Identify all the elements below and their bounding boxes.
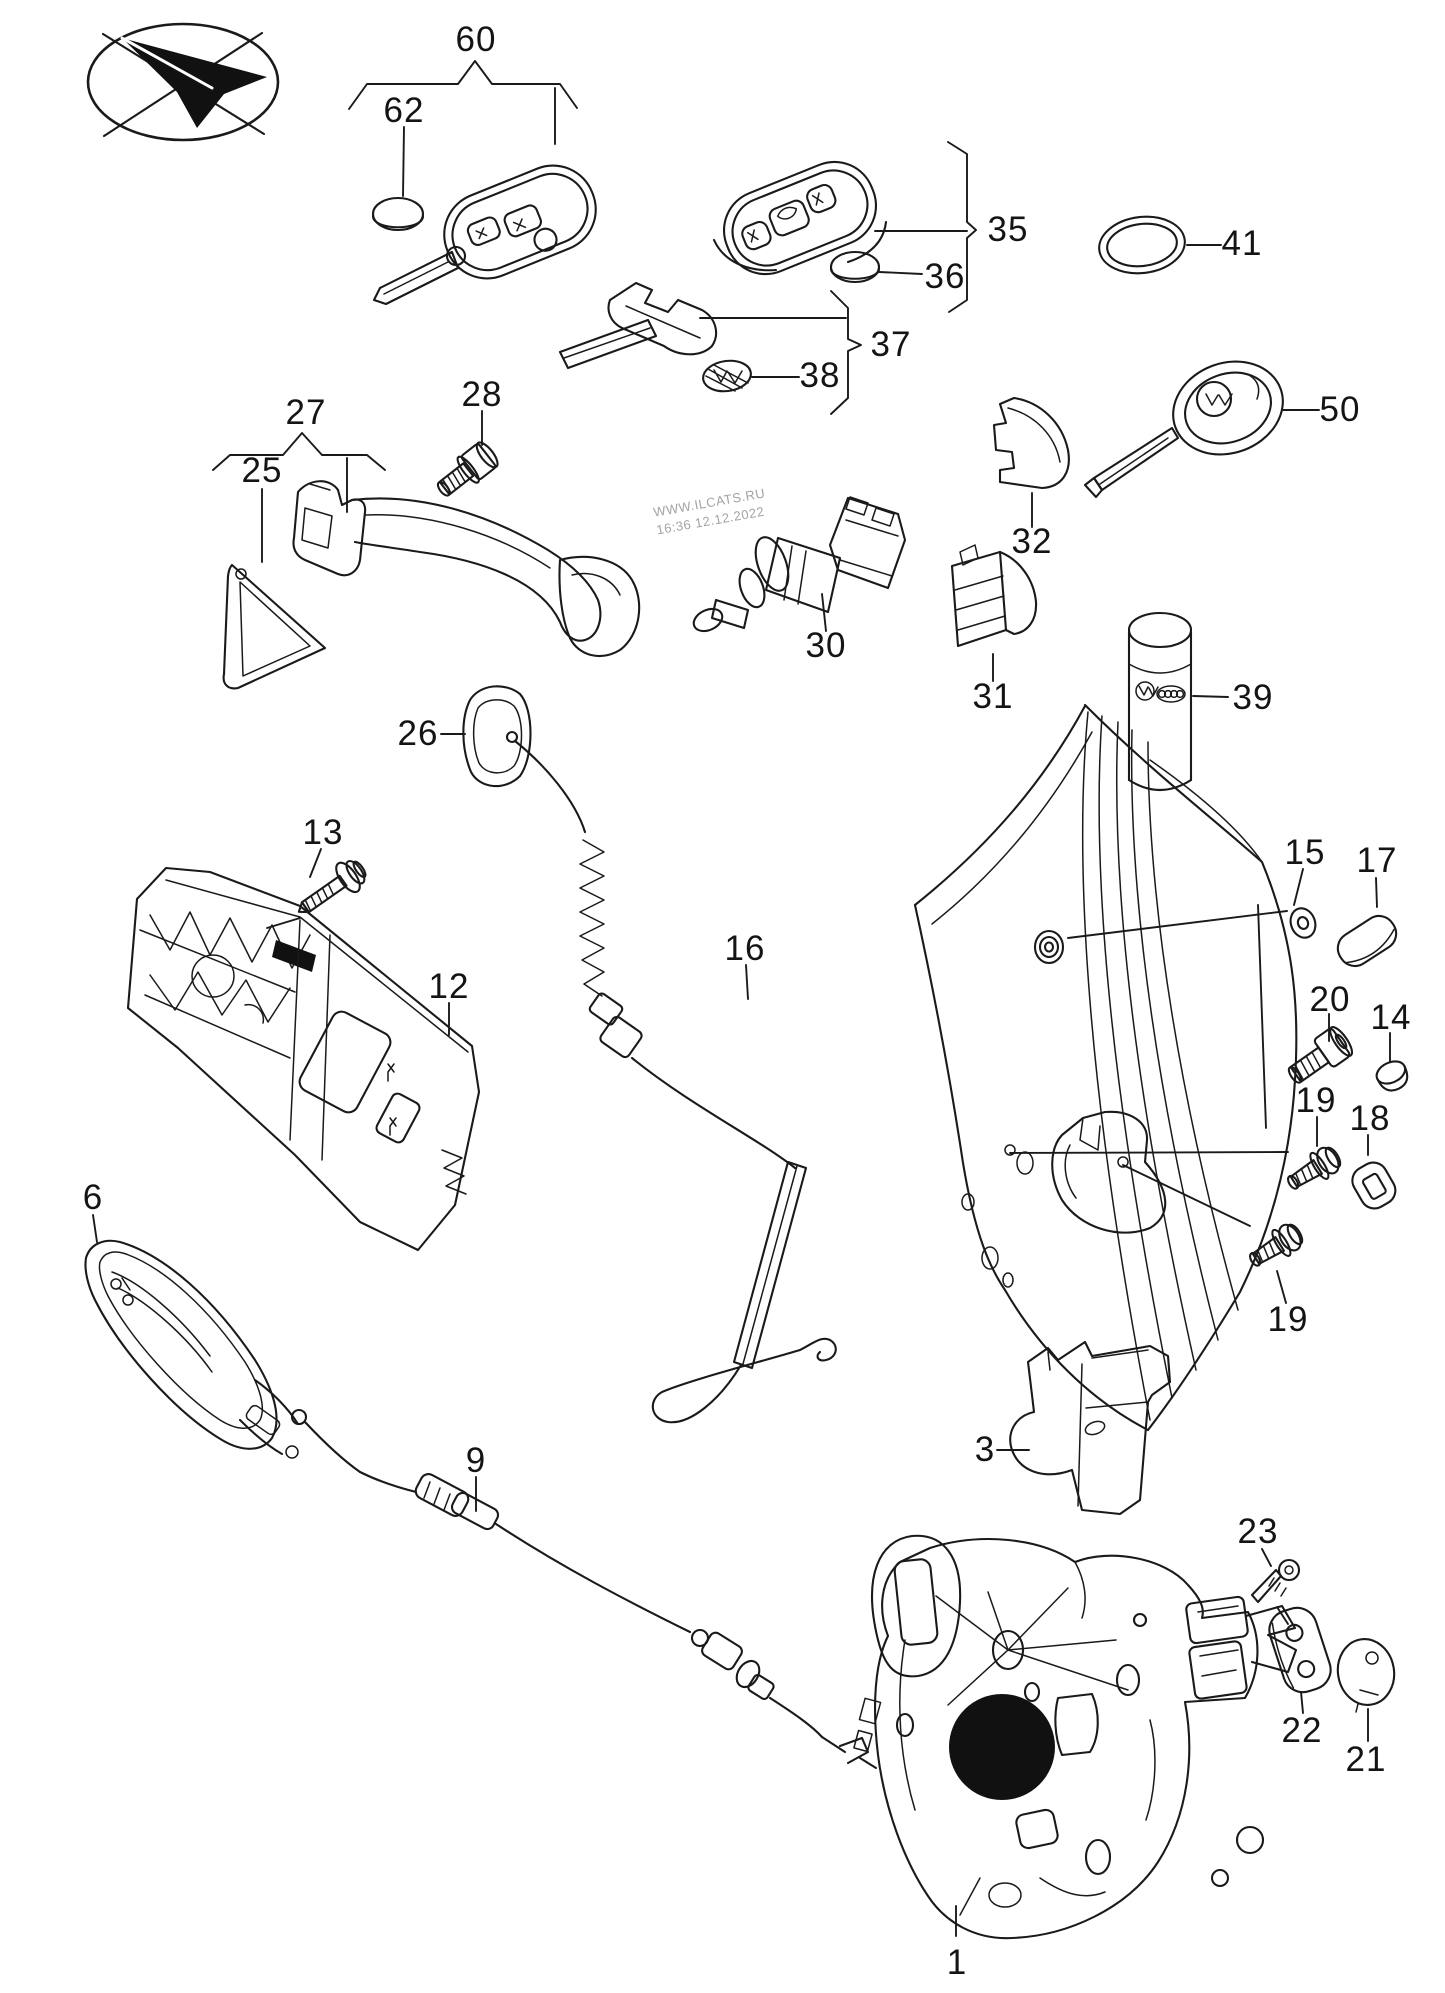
screw-19-lower-drawing — [1244, 1219, 1307, 1274]
gasket-25-drawing — [224, 565, 325, 688]
part-label-14[interactable]: 14 — [1370, 998, 1412, 1037]
remote-fob-drawing — [712, 150, 888, 286]
screw-20-drawing — [1281, 1024, 1355, 1090]
vw-emblem-drawing — [701, 358, 753, 394]
cover-21-drawing — [1333, 1635, 1400, 1712]
part-label-36[interactable]: 36 — [924, 257, 966, 296]
cable-16-drawing — [507, 732, 836, 1422]
part-label-3[interactable]: 3 — [974, 1430, 996, 1469]
battery-drawing — [831, 252, 879, 282]
interior-handle-drawing — [85, 1241, 298, 1458]
washer-15-drawing — [1287, 905, 1320, 941]
key-blank-holder-drawing — [560, 283, 716, 368]
cap-17-drawing — [1332, 910, 1403, 972]
part-label-12[interactable]: 12 — [428, 967, 470, 1006]
cover-32-drawing — [994, 398, 1069, 488]
grommet-18-drawing — [1347, 1157, 1400, 1213]
part-label-22[interactable]: 22 — [1281, 1711, 1323, 1750]
part-label-28[interactable]: 28 — [461, 375, 503, 414]
part-label-30[interactable]: 30 — [805, 626, 847, 665]
part-label-19[interactable]: 19 — [1295, 1081, 1337, 1120]
part-label-16[interactable]: 16 — [724, 929, 766, 968]
lock-cylinder-drawing — [690, 497, 905, 635]
cable-9-drawing — [292, 1410, 876, 1768]
part-label-27[interactable]: 27 — [285, 393, 327, 432]
part-label-31[interactable]: 31 — [972, 677, 1014, 716]
carrier-plate-drawing — [128, 868, 479, 1250]
part-label-37[interactable]: 37 — [870, 325, 912, 364]
seal-ring-drawing — [1096, 212, 1188, 278]
part-label-60[interactable]: 60 — [455, 20, 497, 59]
part-label-39[interactable]: 39 — [1232, 678, 1274, 717]
part-label-35[interactable]: 35 — [987, 210, 1029, 249]
cover-26-drawing — [463, 686, 530, 786]
screw-23-drawing — [1252, 1560, 1299, 1602]
part-label-50[interactable]: 50 — [1319, 390, 1361, 429]
cover-31-drawing — [952, 545, 1036, 646]
flip-key-drawing — [373, 153, 608, 304]
part-label-13[interactable]: 13 — [302, 813, 344, 852]
part-label-20[interactable]: 20 — [1309, 980, 1351, 1019]
part-label-26[interactable]: 26 — [397, 714, 439, 753]
part-label-17[interactable]: 17 — [1356, 841, 1398, 880]
part-label-25[interactable]: 25 — [241, 451, 283, 490]
part-label-9[interactable]: 9 — [465, 1441, 487, 1480]
part-label-38[interactable]: 38 — [799, 356, 841, 395]
part-label-32[interactable]: 32 — [1011, 522, 1053, 561]
key-blank-drawing — [1085, 347, 1296, 497]
leader-lines — [93, 61, 1390, 1936]
part-label-15[interactable]: 15 — [1284, 833, 1326, 872]
screw-13-drawing — [289, 853, 372, 925]
part-label-23[interactable]: 23 — [1237, 1512, 1279, 1551]
part-label-6[interactable]: 6 — [82, 1178, 104, 1217]
spray-can-drawing — [1129, 613, 1191, 790]
part-label-62[interactable]: 62 — [383, 91, 425, 130]
door-frame-drawing — [915, 705, 1296, 1430]
part-label-18[interactable]: 18 — [1349, 1099, 1391, 1138]
part-label-19[interactable]: 19 — [1267, 1300, 1309, 1339]
part-label-41[interactable]: 41 — [1221, 224, 1263, 263]
brand-logo-icon — [88, 24, 278, 140]
part-label-1[interactable]: 1 — [946, 1943, 968, 1982]
part-label-21[interactable]: 21 — [1345, 1740, 1387, 1779]
screw-19-upper-drawing — [1282, 1142, 1345, 1197]
striker-22-drawing — [1264, 1603, 1336, 1698]
door-lock-drawing — [854, 1536, 1296, 1938]
screw-28-drawing — [431, 439, 502, 504]
exterior-handle-drawing — [293, 481, 639, 656]
cap-14-drawing — [1373, 1057, 1412, 1095]
bracket-3-drawing — [1010, 1342, 1170, 1514]
blackout-dot — [949, 1694, 1055, 1800]
